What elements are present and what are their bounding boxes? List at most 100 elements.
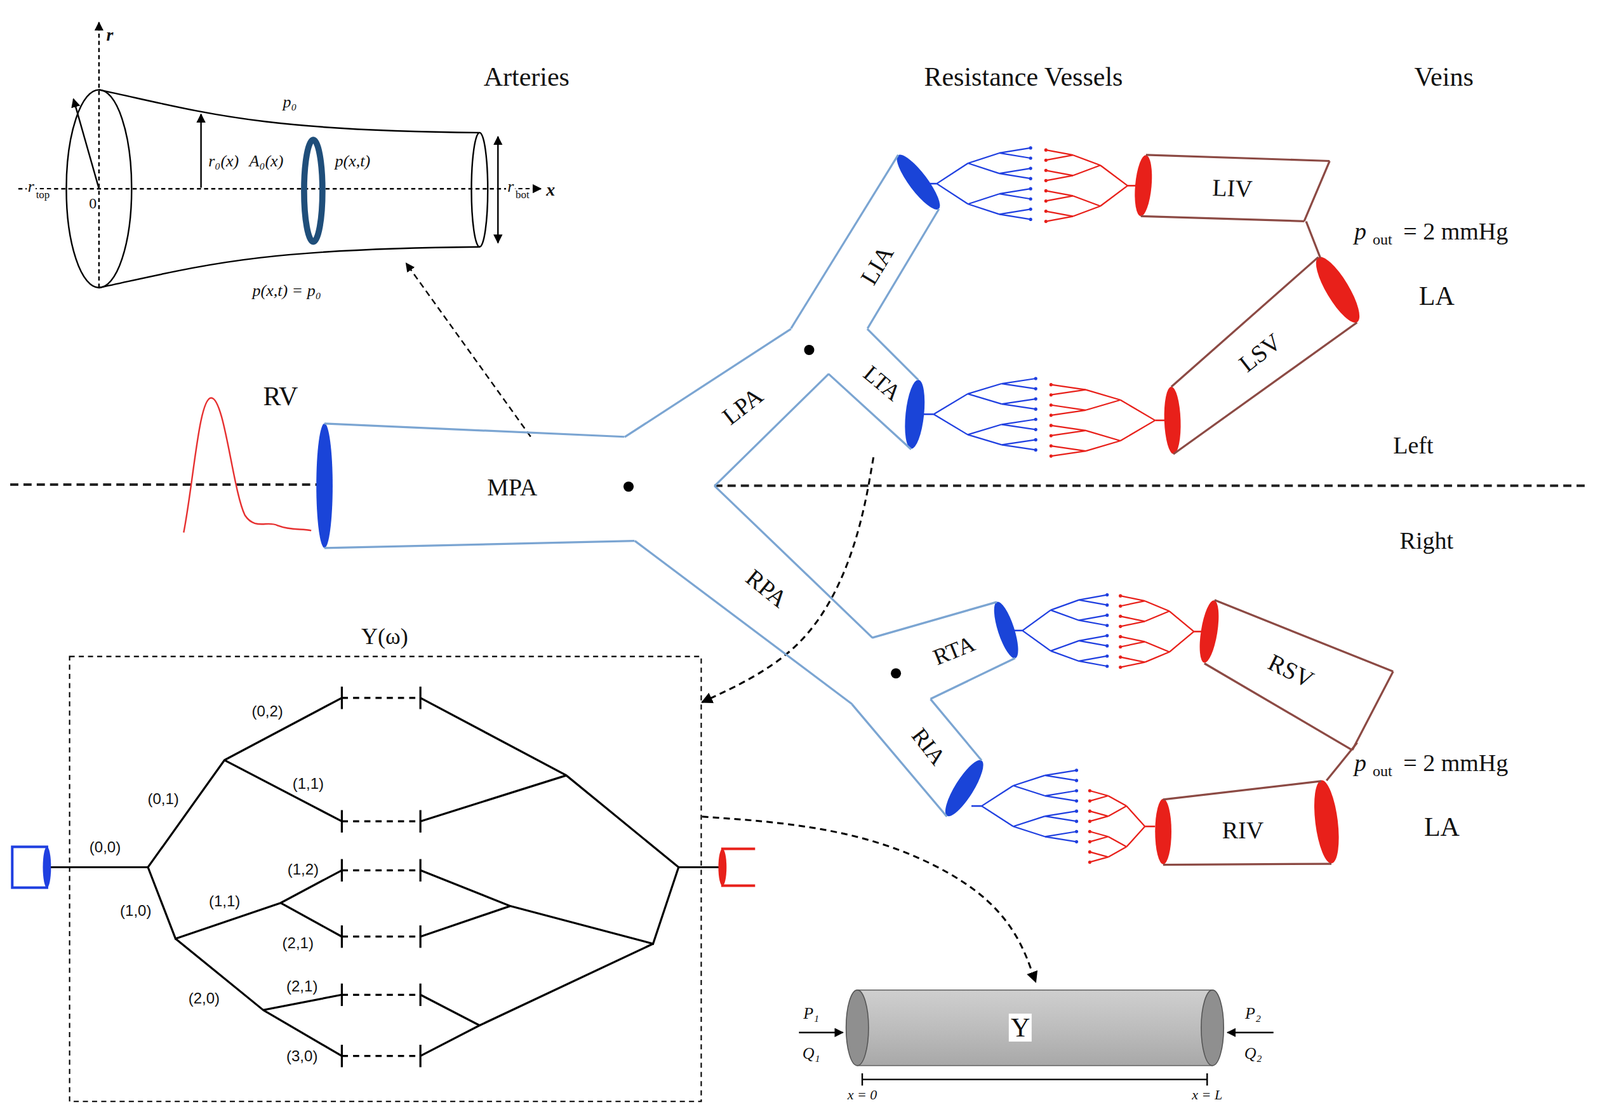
pressure-symbol: p(x,t) <box>333 152 373 170</box>
tree-branch <box>999 193 1031 199</box>
midline <box>714 484 1587 487</box>
tree-stem <box>1012 629 1023 632</box>
tree-branch <box>1089 851 1108 857</box>
structured-trees <box>923 146 1204 864</box>
tree-branch <box>1050 425 1086 431</box>
vessel-name: RPA <box>739 563 794 614</box>
tree-branch <box>1073 195 1101 206</box>
terminal-tick <box>419 810 422 833</box>
tree-leaf <box>1118 655 1122 659</box>
tree-leaf <box>1029 177 1033 181</box>
tree-leaf <box>1088 860 1092 864</box>
origin-label: 0 <box>87 196 98 213</box>
tree-branch <box>1050 600 1079 611</box>
tree-branch <box>1126 805 1145 827</box>
tree-branch <box>967 383 1002 394</box>
tree-branch <box>1050 384 1086 390</box>
pressure-symbol: P₁ <box>801 1004 821 1022</box>
tree-branch <box>1001 398 1037 404</box>
vessel-wall <box>99 89 480 133</box>
tree-leaf <box>1029 166 1033 170</box>
tree-leaf <box>1074 819 1079 823</box>
tree-branch <box>999 213 1031 220</box>
tree-leaf <box>1034 427 1038 432</box>
tree-branch <box>1013 826 1046 837</box>
tube-end <box>1201 989 1224 1066</box>
tree-branch <box>1107 795 1127 806</box>
radius-arrow <box>200 114 202 188</box>
tree-leaf <box>1049 423 1053 427</box>
tree-leaf <box>1088 850 1092 854</box>
vessel-wall <box>1140 216 1305 222</box>
tree-branch <box>1045 815 1077 821</box>
tree-branch <box>1022 610 1051 631</box>
tree-branch <box>1045 831 1077 837</box>
tree-branch <box>1045 795 1077 801</box>
tree-leaf <box>1044 168 1048 173</box>
tree-leaf <box>1044 148 1048 152</box>
junction-dots <box>623 344 901 679</box>
artery-segment: RPA <box>626 477 881 713</box>
tree-leaf <box>1105 613 1109 617</box>
vein-segment: RSV <box>1196 591 1402 759</box>
artery-end <box>939 755 990 821</box>
segment-index: (2,1) <box>285 977 319 994</box>
tree-leaf <box>1044 158 1048 162</box>
omitted-branch <box>341 820 421 823</box>
tree-leaf <box>1029 217 1033 221</box>
tree-branch <box>1078 655 1107 661</box>
chamber-label: RV <box>261 382 300 411</box>
tree-branch <box>1045 790 1077 796</box>
box-heading: Y(ω) <box>359 624 411 649</box>
tree-leaf <box>1118 594 1122 598</box>
inlet-port <box>12 846 47 887</box>
network-tree <box>48 686 723 1067</box>
tree-branch <box>1120 657 1146 663</box>
subscript: top <box>34 189 52 201</box>
tree-branch <box>933 413 969 435</box>
artery-segment: LPA <box>616 320 837 494</box>
tree-leaf <box>1034 438 1038 442</box>
tree-branch <box>1001 444 1037 450</box>
outlet-port <box>722 848 755 886</box>
tree-branch <box>936 183 968 204</box>
column-heading: Resistance Vessels <box>922 62 1124 91</box>
vein-end <box>1163 386 1182 454</box>
inlet-ellipse <box>316 423 333 548</box>
segment-index: (2,0) <box>187 989 221 1006</box>
tree-branch <box>967 393 1002 404</box>
inflow-arrow <box>798 1031 843 1034</box>
tree-branch <box>999 208 1031 214</box>
tree-branch <box>1001 424 1037 430</box>
tree-branch <box>1045 154 1074 160</box>
vessel-inset <box>18 22 541 437</box>
artery-segment: LIA <box>782 146 948 337</box>
tree-stem <box>1127 184 1138 187</box>
junction-dot <box>623 481 634 492</box>
zoom-pointer <box>406 262 531 437</box>
tree-leaf <box>1049 393 1053 397</box>
tree-branch <box>1089 795 1108 801</box>
segment-index: (3,0) <box>285 1048 319 1065</box>
tree-leaf <box>1049 403 1053 407</box>
tree-leaf <box>1034 397 1038 401</box>
tree-branch <box>1089 856 1108 862</box>
omitted-branch <box>341 993 421 996</box>
artery-segment: LTA <box>820 320 927 458</box>
side-label: Left <box>1391 433 1435 459</box>
tree-branch <box>981 805 1014 827</box>
tree-leaf <box>1118 604 1122 608</box>
tree-leaf <box>1105 643 1109 647</box>
tree-branch <box>1089 790 1108 796</box>
tree-stem <box>971 805 982 807</box>
node-outline <box>782 146 948 337</box>
tree-leaf <box>1074 840 1079 844</box>
tree-leaf <box>1088 809 1092 813</box>
segment-index: (1,1) <box>207 893 242 910</box>
tree-branch <box>936 163 968 184</box>
vessel-name: LPA <box>716 381 769 431</box>
tree-branch <box>1050 430 1086 436</box>
boundary-condition: p(x,t) = p₀ <box>251 281 323 300</box>
tree-leaf <box>1034 407 1038 411</box>
tree-branch <box>1050 610 1079 621</box>
